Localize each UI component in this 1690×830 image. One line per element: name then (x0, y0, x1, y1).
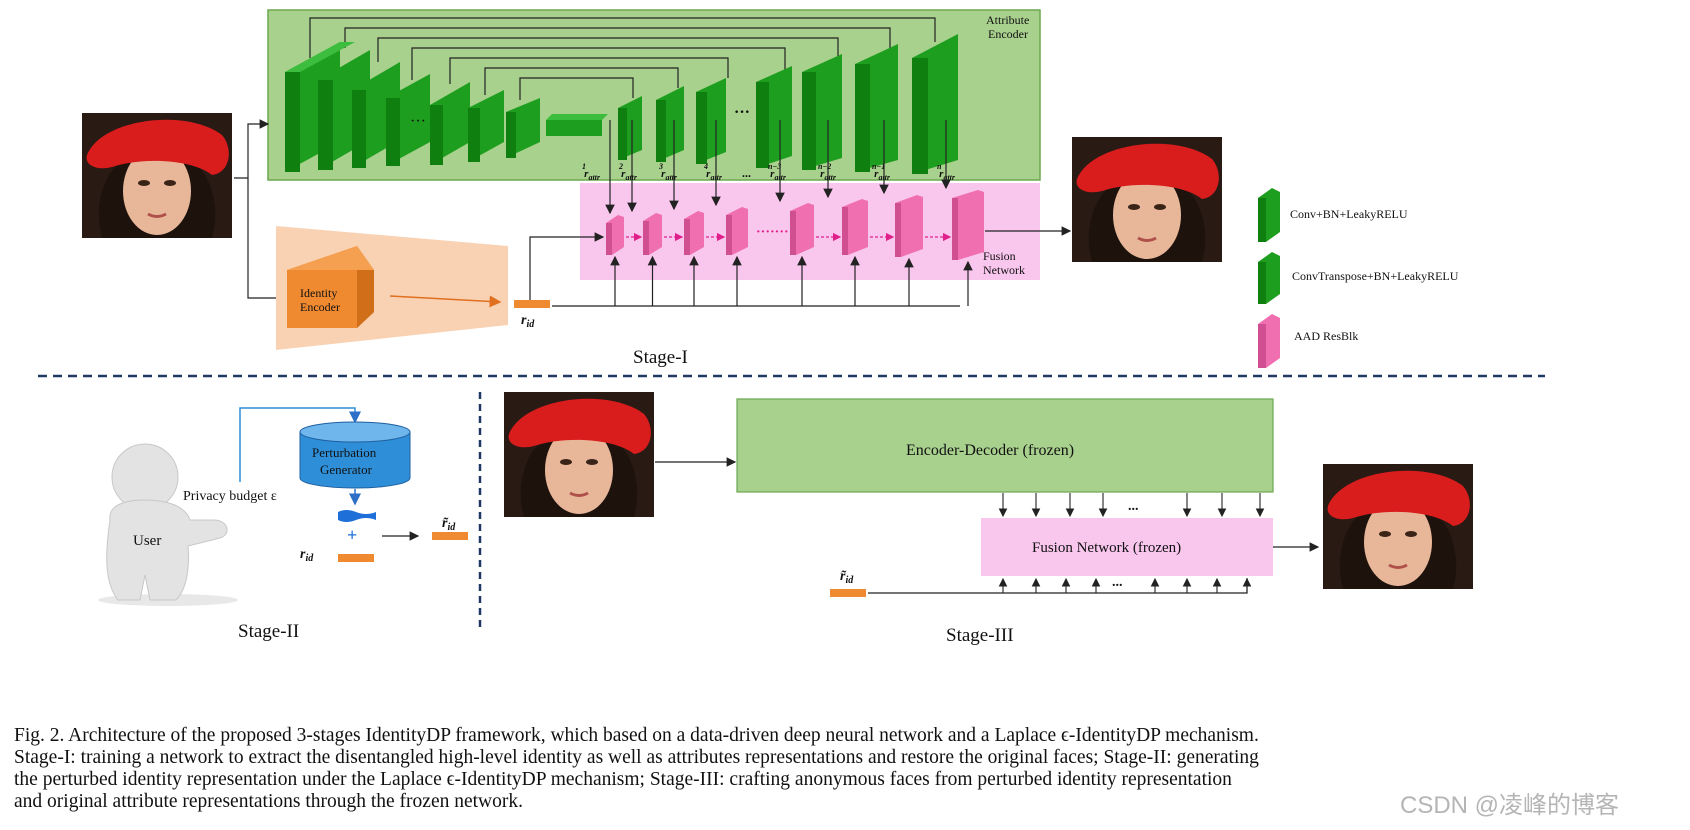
perturbation-generator-label-2: Generator (320, 462, 373, 477)
perturbation-generator-label: Perturbation (312, 445, 377, 460)
caption-line-3: the perturbed identity representation un… (14, 769, 1232, 790)
r-attr-label: rattr1 (582, 162, 601, 182)
r-attr-label: rattr4 (703, 162, 723, 182)
conv-block (506, 98, 540, 158)
conv-block (430, 82, 470, 165)
privacy-budget-label: Privacy budget ε (183, 489, 277, 504)
conv-block (468, 90, 504, 162)
stage3-bottom-dots: ... (1112, 575, 1123, 590)
fusion-frozen-label: Fusion Network (frozen) (1032, 540, 1181, 556)
bottleneck-block (546, 114, 608, 136)
noise-vector (338, 510, 376, 522)
stage1-group: ··· ··· Attribute Encoder rattr1rattr2ra… (80, 9, 1224, 368)
stage3-down-arrows (998, 493, 1265, 518)
stage3-input-face (502, 390, 656, 519)
conv-block (386, 74, 430, 166)
encoder-dots: ··· (410, 113, 426, 130)
stage1-label: Stage-I (633, 347, 688, 368)
decoder-dots: ··· (734, 104, 750, 121)
aad-resblk (643, 213, 662, 255)
caption-line-2: Stage-I: training a network to extract t… (14, 747, 1259, 768)
r-id-feed-lines (552, 120, 973, 307)
stage2-group: User Privacy budget ε Perturbation Gener… (98, 407, 468, 642)
aad-resblk (684, 211, 704, 255)
r-attr-label: rattr3 (658, 162, 678, 182)
figure-caption: Fig. 2. Architecture of the proposed 3-s… (14, 725, 1676, 813)
r-id-vector (514, 300, 550, 308)
aad-resblk (952, 190, 984, 260)
perturbed-id-line (868, 578, 1248, 594)
r-attr-dots: ... (742, 166, 751, 180)
legend: Conv+BN+LeakyRELU ConvTranspose+BN+Leaky… (1258, 188, 1459, 368)
perturbation-generator-cylinder (299, 421, 411, 489)
aad-resblk (842, 199, 868, 255)
aad-resblk (790, 203, 814, 255)
deconv-block (696, 78, 726, 164)
input-arrows (234, 119, 288, 303)
deconv-block (756, 66, 792, 168)
caption-line-4: and original attribute representations t… (14, 791, 523, 812)
output-face-image (1070, 135, 1224, 264)
identity-encoder-label: Identity (300, 286, 337, 300)
user-figure (98, 443, 238, 606)
legend-aad-swatch (1258, 314, 1280, 368)
fusion-dots: ······· (756, 225, 789, 240)
budget-arrow (239, 407, 361, 482)
encoder-skip-connections (309, 17, 936, 100)
aad-resblk (895, 195, 923, 257)
r-attr-label: rattrn (937, 162, 956, 182)
stage3-group: Encoder-Decoder (frozen) ... Fusion Netw… (502, 390, 1475, 646)
encoder-decoder-box (736, 398, 1274, 493)
deconv-block (656, 86, 684, 162)
r-id-vector-stage2 (338, 554, 374, 562)
legend-deconv-label: ConvTranspose+BN+LeakyRELU (1292, 269, 1459, 283)
deconv-block (802, 54, 842, 170)
stage2-label: Stage-II (238, 621, 299, 642)
identity-encoder-label-2: Encoder (300, 300, 340, 314)
perturbed-r-id-vector (432, 532, 468, 540)
stage3-perturbed-id-vector (830, 589, 866, 597)
attribute-encoder-label-2: Encoder (988, 27, 1028, 41)
stage3-label: Stage-III (946, 625, 1014, 646)
stage3-perturbed-id-label: r̃id (840, 569, 854, 586)
deconv-block (618, 96, 642, 160)
attribute-encoder-label: Attribute (986, 13, 1029, 27)
fusion-blocks (606, 190, 984, 260)
legend-aad-label: AAD ResBlk (1294, 329, 1358, 343)
stage3-top-dots: ... (1128, 499, 1139, 514)
r-id-to-fusion-arrow (529, 232, 605, 300)
r-attr-label: rattrn−3 (768, 162, 787, 182)
input-face-image (80, 111, 234, 240)
perturbed-r-id-label: r̃id (442, 516, 456, 533)
r-attr-label: rattrn−1 (872, 162, 891, 182)
fusion-frozen-box (981, 518, 1273, 576)
caption-line-1: Fig. 2. Architecture of the proposed 3-s… (14, 725, 1259, 746)
identity-encoder-block (287, 246, 374, 328)
aad-resblk (726, 207, 748, 255)
plus-sign: + (347, 525, 357, 545)
fusion-network-label: Fusion (983, 249, 1016, 263)
legend-conv-label: Conv+BN+LeakyRELU (1290, 207, 1408, 221)
identity-arrow (389, 295, 502, 308)
deconv-block (855, 44, 898, 172)
stage3-output-face (1321, 462, 1475, 591)
watermark: CSDN @凌峰的博客 (1400, 792, 1620, 819)
r-id-label-stage2: rid (300, 547, 314, 564)
stage3-up-arrows (998, 577, 1252, 593)
user-label: User (133, 533, 161, 549)
legend-deconv-swatch (1258, 252, 1280, 304)
aad-resblk (606, 215, 624, 255)
r-attr-label: rattrn−2 (818, 162, 837, 182)
deconv-block (912, 34, 958, 174)
fusion-network-label-2: Network (983, 263, 1025, 277)
encoder-decoder-label: Encoder-Decoder (frozen) (906, 442, 1074, 459)
encoder-blocks (285, 42, 608, 172)
r-id-label: rid (521, 313, 535, 330)
legend-conv-swatch (1258, 188, 1280, 242)
